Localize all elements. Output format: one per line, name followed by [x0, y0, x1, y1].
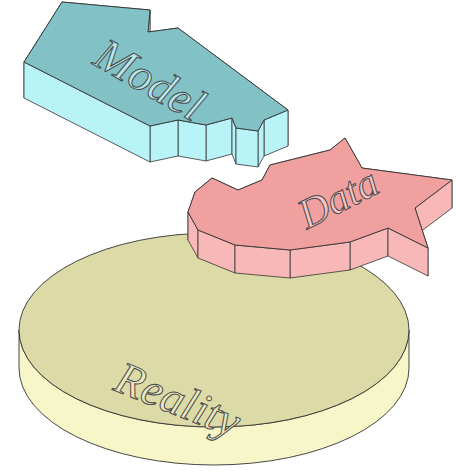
model-block: Model: [15, 0, 300, 175]
data-piece: Data: [180, 135, 455, 285]
block-side-face: [206, 118, 232, 161]
block-side-face: [178, 120, 206, 161]
block-top-face: [188, 138, 452, 250]
block-side-face: [235, 245, 290, 278]
block-side-face: [236, 128, 258, 167]
block-side-face: [150, 120, 178, 162]
block-top-face: [24, 2, 288, 131]
